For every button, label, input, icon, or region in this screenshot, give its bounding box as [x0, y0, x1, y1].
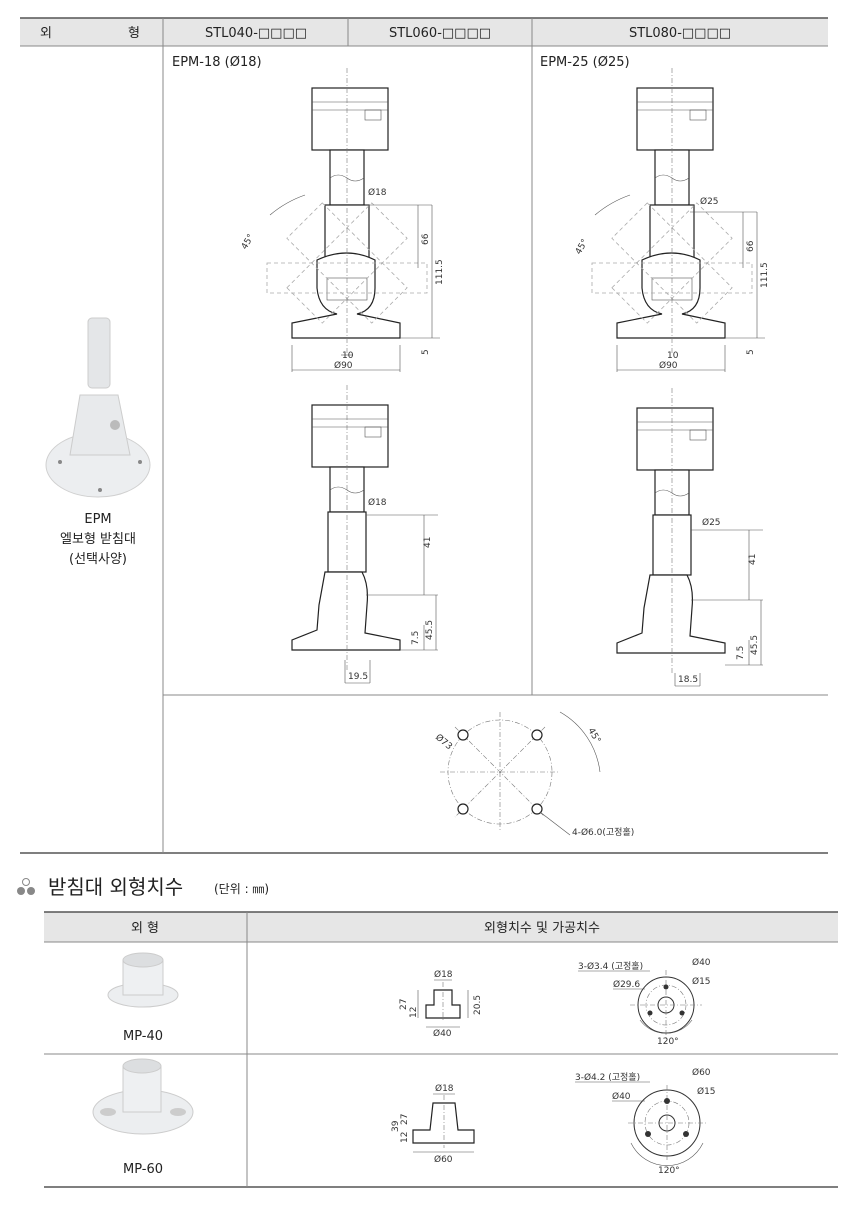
epm18-front-drawing: Ø18 45° 66 111.5 10 Ø90 5: [240, 67, 445, 372]
header-appearance-a: 외: [40, 26, 52, 41]
epm18-w90: Ø90: [334, 360, 353, 371]
hole-angle-label: 45°: [585, 727, 602, 746]
epm25-h66: 66: [746, 240, 756, 252]
mp60-pcd: Ø40: [612, 1091, 631, 1102]
table-row: MP-40 Ø18 27 12 20.5 Ø40 3-Ø3.4 (고정홀) Ø4…: [107, 952, 711, 1047]
section-title: 받침대 외형치수: [48, 875, 183, 899]
hole-pcd-label: Ø73: [433, 732, 454, 752]
mp40-plan-drawing: 3-Ø3.4 (고정홀) Ø40 Ø29.6 Ø15 120°: [578, 957, 711, 1047]
mp40-pcd: Ø29.6: [613, 979, 640, 990]
epm18-angle: 45°: [240, 233, 257, 252]
epm18-side-h45: 45.5: [425, 620, 435, 640]
epm25-angle: 45°: [574, 238, 591, 257]
mp60-outer: Ø60: [692, 1067, 711, 1078]
table-row: MP-60 Ø18 39 12 27 Ø60 3-Ø4.2 (고정홀) Ø60 …: [92, 1058, 716, 1177]
epm25-side-h7: 7.5: [736, 646, 746, 660]
header-appearance: 외 형: [131, 921, 159, 936]
mp60-holes: 3-Ø4.2 (고정홀): [575, 1071, 640, 1083]
epm25-side-w18: 18.5: [678, 675, 698, 685]
mp40-holes: 3-Ø3.4 (고정홀): [578, 960, 643, 972]
mp40-h20: 20.5: [473, 995, 483, 1015]
epm-product-image: [45, 317, 151, 498]
mounting-hole-pattern: Ø73 45° 4-Ø6.0(고정홀): [433, 711, 634, 838]
epm18-dia: Ø18: [368, 187, 387, 198]
header-stl040: STL040-□□□□: [205, 26, 307, 41]
section-unit: (단위 : ㎜): [214, 882, 269, 896]
epm25-w90: Ø90: [659, 360, 678, 371]
mp60-label: MP-60: [123, 1162, 163, 1177]
base-dimension-table: 외 형 외형치수 및 가공치수 MP-40 Ø18 27 12 20.5 Ø40: [44, 911, 838, 1188]
mp40-h12: 12: [409, 1007, 419, 1018]
mp40-label: MP-40: [123, 1029, 163, 1044]
mp40-angle: 120°: [657, 1037, 679, 1047]
mp60-bottom: Ø60: [434, 1154, 453, 1165]
epm-option: (선택사양): [69, 552, 127, 567]
mp60-angle: 120°: [658, 1166, 680, 1176]
epm25-dia: Ø25: [700, 196, 719, 207]
mp60-h39: 39: [391, 1120, 401, 1132]
mp60-inner: Ø15: [697, 1086, 716, 1097]
header-dimensions: 외형치수 및 가공치수: [484, 921, 600, 936]
epm25-side-drawing: Ø25 41 7.5 45.5 18.5: [616, 387, 763, 687]
epm18-h5: 5: [421, 349, 431, 355]
elbow-stand-table: 외 형 STL040-□□□□ STL060-□□□□ STL080-□□□□ …: [20, 17, 828, 854]
mp60-top: Ø18: [435, 1083, 454, 1094]
epm25-h5: 5: [746, 349, 756, 355]
section-heading: 받침대 외형치수 (단위 : ㎜): [17, 875, 269, 899]
mp40-inner: Ø15: [692, 976, 711, 987]
epm25-side-h45: 45.5: [750, 635, 760, 655]
mp40-bottom: Ø40: [433, 1028, 452, 1039]
epm25-side-h41: 41: [748, 554, 758, 565]
epm18-side-dia: Ø18: [368, 497, 387, 508]
epm-label: EPM: [84, 512, 111, 527]
epm18-side-drawing: Ø18 41 7.5 45.5 19.5: [291, 384, 438, 684]
bullet-icon: [22, 878, 30, 886]
mp60-side-drawing: Ø18 39 12 27 Ø60: [391, 1083, 475, 1165]
hole-count-label: 4-Ø6.0(고정홀): [572, 826, 634, 838]
epm18-title: EPM-18 (Ø18): [172, 55, 262, 70]
epm25-h111: 111.5: [760, 262, 770, 288]
mp60-product-image: [92, 1058, 194, 1135]
epm18-side-h41: 41: [423, 537, 433, 548]
epm-desc: 엘보형 받침대: [60, 532, 136, 547]
mp40-h27: 27: [399, 999, 409, 1010]
epm18-h66: 66: [421, 233, 431, 245]
mp60-h27: 27: [400, 1114, 410, 1125]
epm25-title: EPM-25 (Ø25): [540, 55, 630, 70]
header-appearance-b: 형: [128, 26, 140, 41]
mp40-product-image: [107, 952, 179, 1008]
epm18-w10: 10: [342, 351, 354, 361]
mp40-side-drawing: Ø18 27 12 20.5 Ø40: [399, 969, 483, 1039]
mp40-top: Ø18: [434, 969, 453, 980]
epm25-side-dia: Ø25: [702, 517, 721, 528]
epm18-side-w19: 19.5: [348, 672, 368, 682]
mp60-h12: 12: [400, 1132, 410, 1143]
epm25-w10: 10: [667, 351, 679, 361]
epm25-front-drawing: Ø25 45° 66 111.5 10 Ø90 5: [574, 67, 770, 372]
header-stl080: STL080-□□□□: [629, 26, 731, 41]
mp40-outer: Ø40: [692, 957, 711, 968]
mp60-plan-drawing: 3-Ø4.2 (고정홀) Ø60 Ø40 Ø15 120°: [575, 1067, 716, 1176]
epm18-side-h7: 7.5: [411, 631, 421, 645]
epm18-h111: 111.5: [435, 259, 445, 285]
header-stl060: STL060-□□□□: [389, 26, 491, 41]
